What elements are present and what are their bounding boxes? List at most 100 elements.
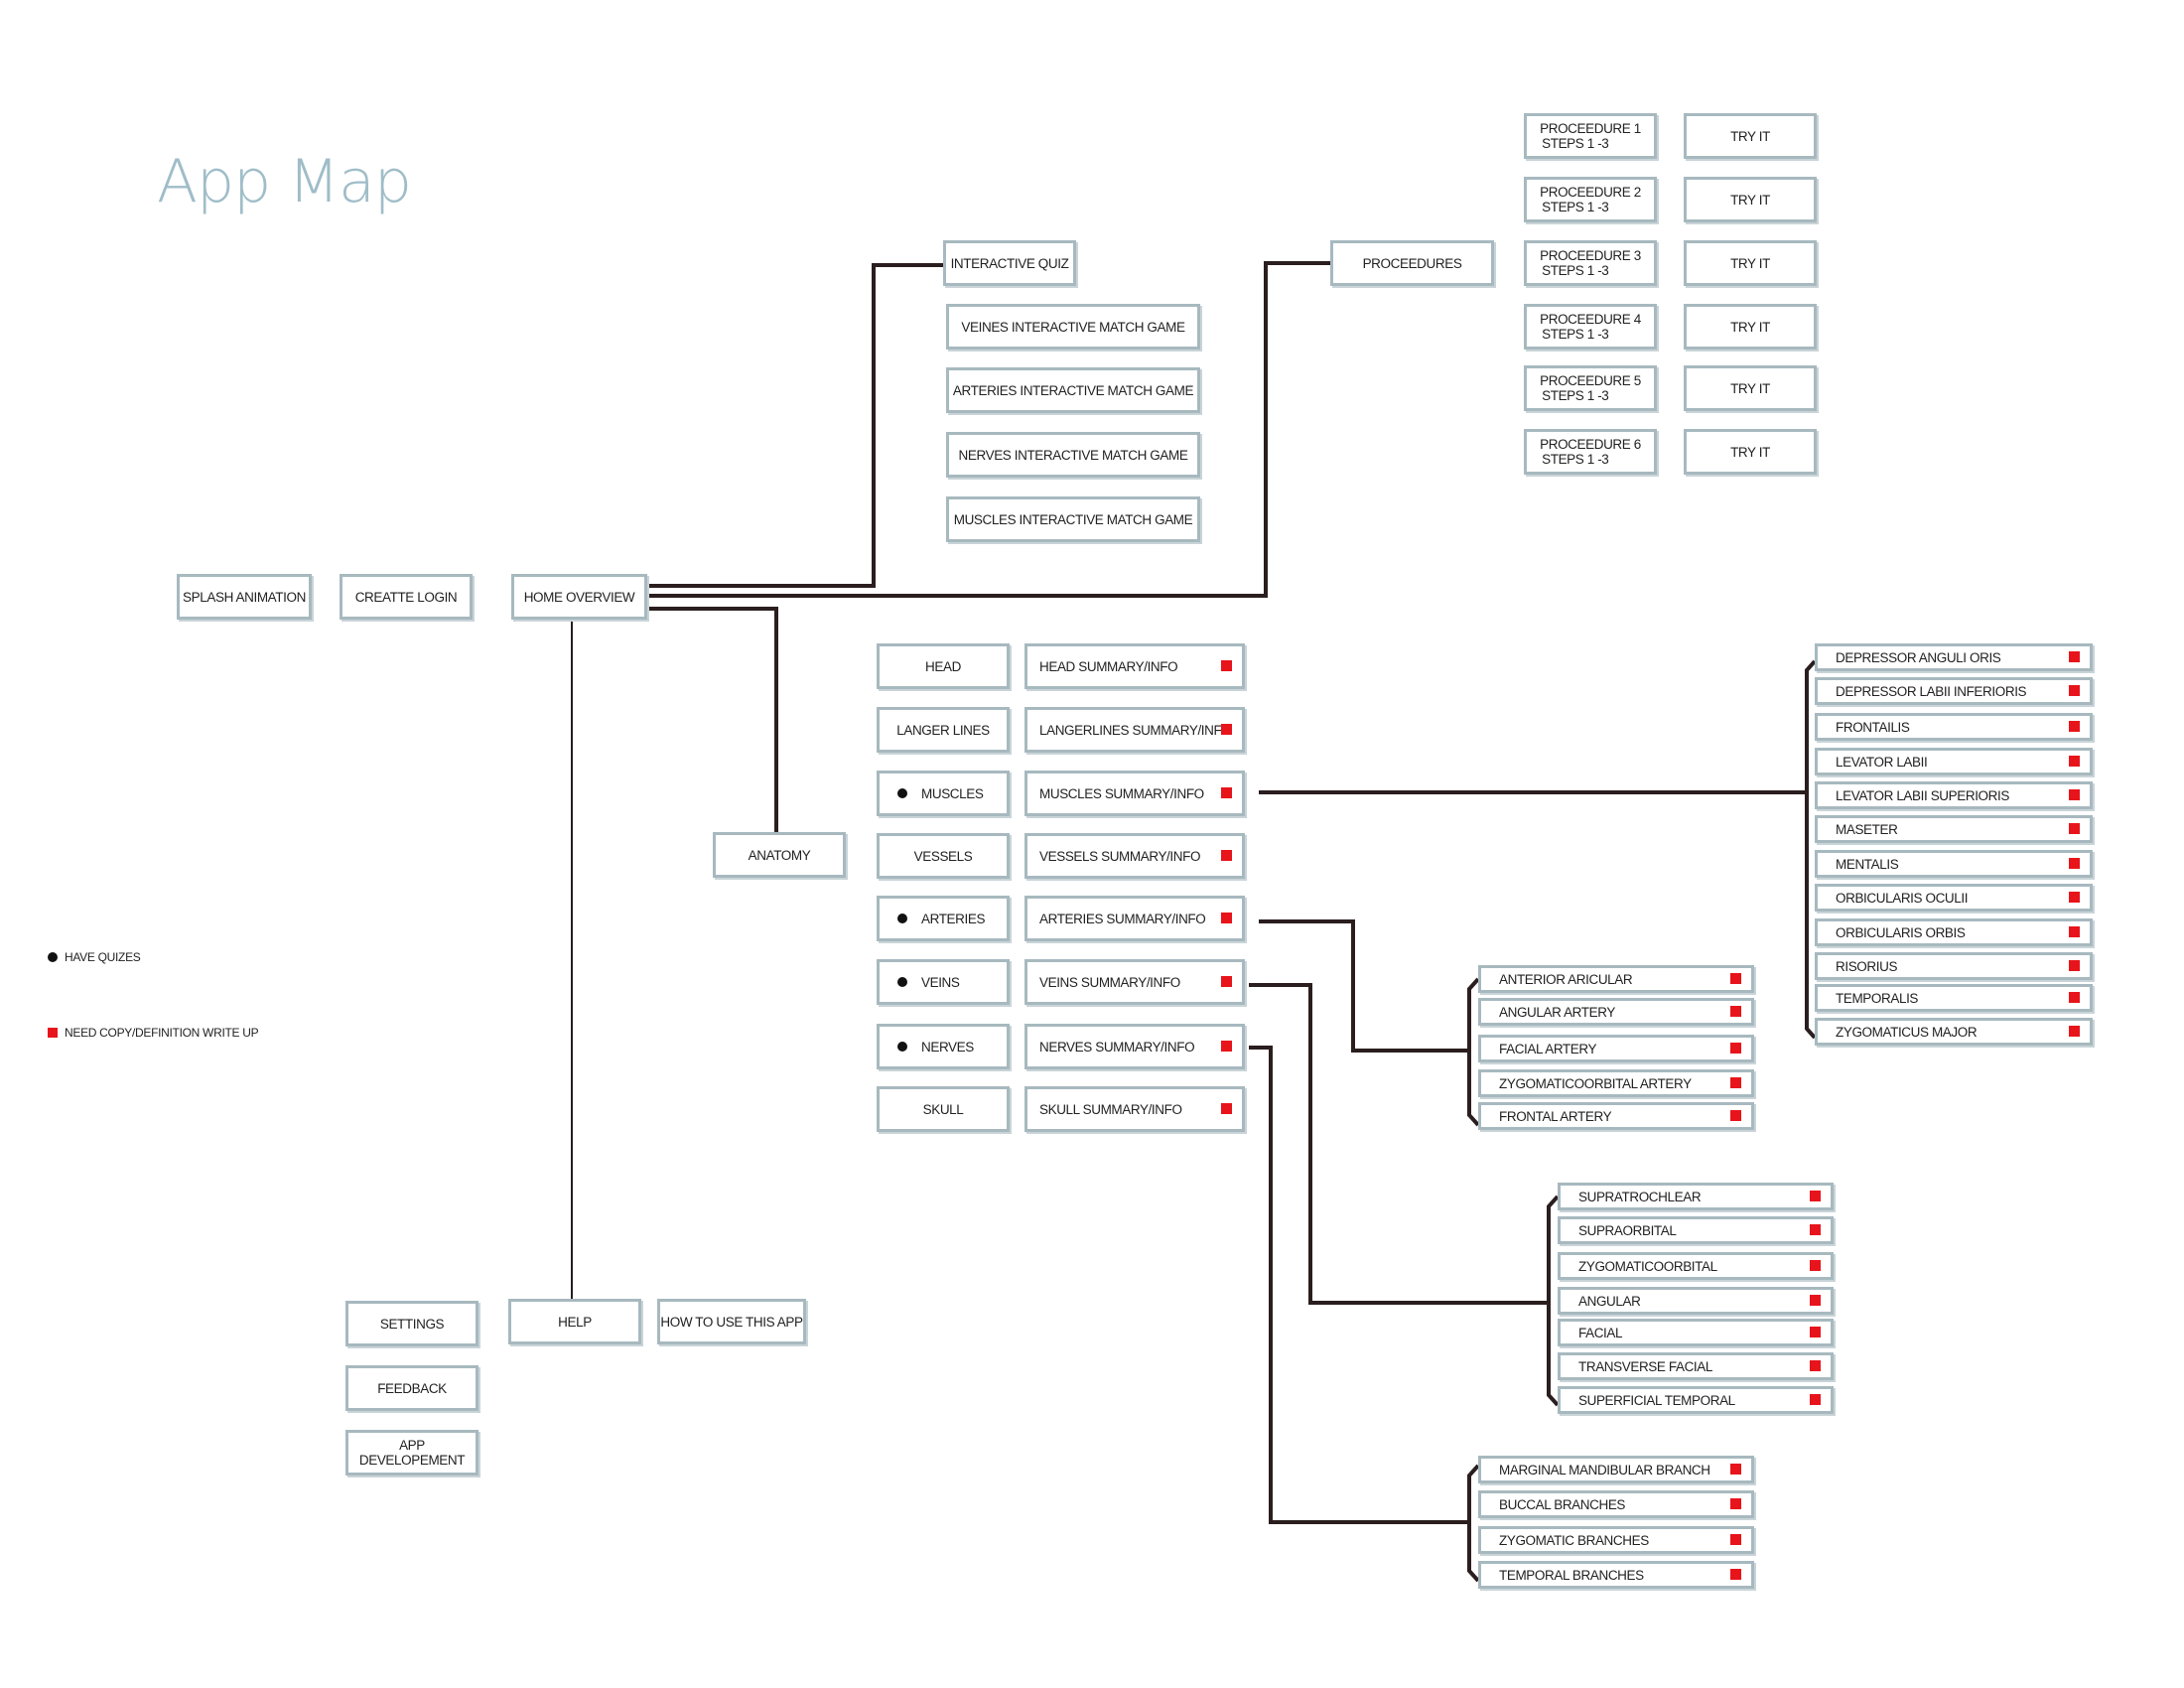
muscle-item[interactable]: ZYGOMATICUS MAJOR	[1815, 1018, 2093, 1046]
create-login-node[interactable]: CREATTE LOGIN	[340, 574, 473, 620]
summary-node[interactable]: LANGERLINES SUMMARY/INFO	[1024, 707, 1245, 753]
anatomy-category-node[interactable]: VEINS	[877, 959, 1010, 1005]
settings-node[interactable]: SETTINGS	[345, 1301, 478, 1346]
vein-item[interactable]: ANGULAR	[1558, 1287, 1834, 1315]
artery-item[interactable]: FACIAL ARTERY	[1478, 1035, 1754, 1062]
connector-nerves-to-list	[1249, 1046, 1469, 1524]
need-copy-marker-icon	[1221, 850, 1232, 861]
help-node[interactable]: HELP	[508, 1299, 641, 1344]
try-it-button[interactable]: TRY IT	[1684, 429, 1817, 475]
vein-item[interactable]: SUPRAORBITAL	[1558, 1216, 1834, 1244]
summary-label: HEAD SUMMARY/INFO	[1039, 658, 1178, 674]
muscle-item[interactable]: ORBICULARIS ORBIS	[1815, 918, 2093, 946]
anatomy-category-node[interactable]: NERVES	[877, 1024, 1010, 1069]
match-game-node[interactable]: VEINES INTERACTIVE MATCH GAME	[946, 304, 1200, 350]
need-copy-marker-icon	[2069, 651, 2080, 662]
connector-home-to-anatomy	[647, 607, 778, 832]
muscle-item[interactable]: ORBICULARIS OCULII	[1815, 884, 2093, 912]
need-copy-marker-icon	[1810, 1394, 1821, 1405]
procedures-node[interactable]: PROCEEDURES	[1330, 240, 1494, 286]
feedback-node[interactable]: FEEDBACK	[345, 1365, 478, 1411]
try-it-button[interactable]: TRY IT	[1684, 113, 1817, 159]
vein-item-label: ANGULAR	[1578, 1293, 1641, 1309]
nerve-item[interactable]: MARGINAL MANDIBULAR BRANCH	[1478, 1456, 1754, 1483]
procedure-steps: STEPS 1 -3	[1542, 136, 1609, 151]
anatomy-category-node[interactable]: VESSELS	[877, 833, 1010, 879]
procedure-steps: STEPS 1 -3	[1542, 263, 1609, 278]
artery-item[interactable]: ZYGOMATICOORBITAL ARTERY	[1478, 1069, 1754, 1097]
try-it-button[interactable]: TRY IT	[1684, 177, 1817, 222]
splash-animation-node[interactable]: SPLASH ANIMATION	[177, 574, 312, 620]
category-label: ARTERIES	[921, 911, 986, 926]
anatomy-node[interactable]: ANATOMY	[713, 832, 846, 878]
summary-node[interactable]: NERVES SUMMARY/INFO	[1024, 1024, 1245, 1069]
app-development-node[interactable]: APP DEVELOPEMENT	[345, 1430, 478, 1476]
need-copy-marker-icon	[1730, 1498, 1741, 1509]
muscle-item-label: LEVATOR LABII	[1836, 754, 1928, 770]
artery-item[interactable]: FRONTAL ARTERY	[1478, 1102, 1754, 1130]
summary-node[interactable]: MUSCLES SUMMARY/INFO	[1024, 771, 1245, 816]
nerve-item[interactable]: BUCCAL BRANCHES	[1478, 1490, 1754, 1518]
how-to-use-node[interactable]: HOW TO USE THIS APP	[657, 1299, 806, 1344]
home-overview-node[interactable]: HOME OVERVIEW	[511, 574, 647, 620]
summary-node[interactable]: VEINS SUMMARY/INFO	[1024, 959, 1245, 1005]
muscle-item[interactable]: DEPRESSOR LABII INFERIORIS	[1815, 677, 2093, 705]
match-game-node[interactable]: MUSCLES INTERACTIVE MATCH GAME	[946, 496, 1200, 542]
vein-item[interactable]: SUPERFICIAL TEMPORAL	[1558, 1386, 1834, 1414]
nerve-item[interactable]: TEMPORAL BRANCHES	[1478, 1561, 1754, 1589]
muscle-item[interactable]: LEVATOR LABII	[1815, 748, 2093, 775]
summary-node[interactable]: HEAD SUMMARY/INFO	[1024, 643, 1245, 689]
muscle-item[interactable]: RISORIUS	[1815, 952, 2093, 980]
vein-item-label: SUPRATROCHLEAR	[1578, 1189, 1702, 1204]
procedure-title: PROCEEDURE 5	[1540, 373, 1641, 388]
vein-item[interactable]: FACIAL	[1558, 1319, 1834, 1346]
muscle-item[interactable]: MENTALIS	[1815, 850, 2093, 878]
need-copy-marker-icon	[1730, 1043, 1741, 1054]
procedure-title: PROCEEDURE 2	[1540, 185, 1641, 200]
match-game-node[interactable]: NERVES INTERACTIVE MATCH GAME	[946, 432, 1200, 478]
summary-node[interactable]: VESSELS SUMMARY/INFO	[1024, 833, 1245, 879]
artery-item-label: ANGULAR ARTERY	[1499, 1004, 1615, 1020]
vein-item-label: FACIAL	[1578, 1325, 1623, 1340]
need-copy-marker-icon	[2069, 685, 2080, 696]
summary-label: MUSCLES SUMMARY/INFO	[1039, 785, 1204, 801]
try-it-button[interactable]: TRY IT	[1684, 365, 1817, 411]
need-copy-marker-icon	[2069, 756, 2080, 767]
muscle-item[interactable]: LEVATOR LABII SUPERIORIS	[1815, 781, 2093, 809]
muscle-item[interactable]: MASETER	[1815, 815, 2093, 843]
anatomy-category-node[interactable]: MUSCLES	[877, 771, 1010, 816]
muscle-item[interactable]: FRONTAILIS	[1815, 713, 2093, 741]
anatomy-category-node[interactable]: SKULL	[877, 1086, 1010, 1132]
anatomy-category-node[interactable]: HEAD	[877, 643, 1010, 689]
artery-item[interactable]: ANGULAR ARTERY	[1478, 998, 1754, 1026]
try-it-button[interactable]: TRY IT	[1684, 240, 1817, 286]
muscle-item[interactable]: TEMPORALIS	[1815, 984, 2093, 1012]
match-game-node[interactable]: ARTERIES INTERACTIVE MATCH GAME	[946, 367, 1200, 413]
artery-item[interactable]: ANTERIOR ARICULAR	[1478, 965, 1754, 993]
muscle-item[interactable]: DEPRESSOR ANGULI ORIS	[1815, 643, 2093, 671]
vein-item[interactable]: SUPRATROCHLEAR	[1558, 1183, 1834, 1210]
need-copy-marker-icon	[2069, 926, 2080, 937]
muscle-item-label: ORBICULARIS OCULII	[1836, 890, 1969, 906]
vein-item-label: SUPRAORBITAL	[1578, 1222, 1677, 1238]
summary-node[interactable]: SKULL SUMMARY/INFO	[1024, 1086, 1245, 1132]
procedure-steps: STEPS 1 -3	[1542, 200, 1609, 214]
need-copy-marker-icon	[1221, 787, 1232, 798]
vein-item[interactable]: TRANSVERSE FACIAL	[1558, 1352, 1834, 1380]
anatomy-category-node[interactable]: ARTERIES	[877, 896, 1010, 941]
vein-item[interactable]: ZYGOMATICOORBITAL	[1558, 1252, 1834, 1280]
quiz-dot-icon	[897, 788, 907, 798]
procedure-steps: STEPS 1 -3	[1542, 388, 1609, 403]
summary-node[interactable]: ARTERIES SUMMARY/INFO	[1024, 896, 1245, 941]
anatomy-category-node[interactable]: LANGER LINES	[877, 707, 1010, 753]
interactive-quiz-node[interactable]: INTERACTIVE QUIZ	[943, 240, 1076, 286]
nerve-item[interactable]: ZYGOMATIC BRANCHES	[1478, 1526, 1754, 1554]
try-it-button[interactable]: TRY IT	[1684, 304, 1817, 350]
